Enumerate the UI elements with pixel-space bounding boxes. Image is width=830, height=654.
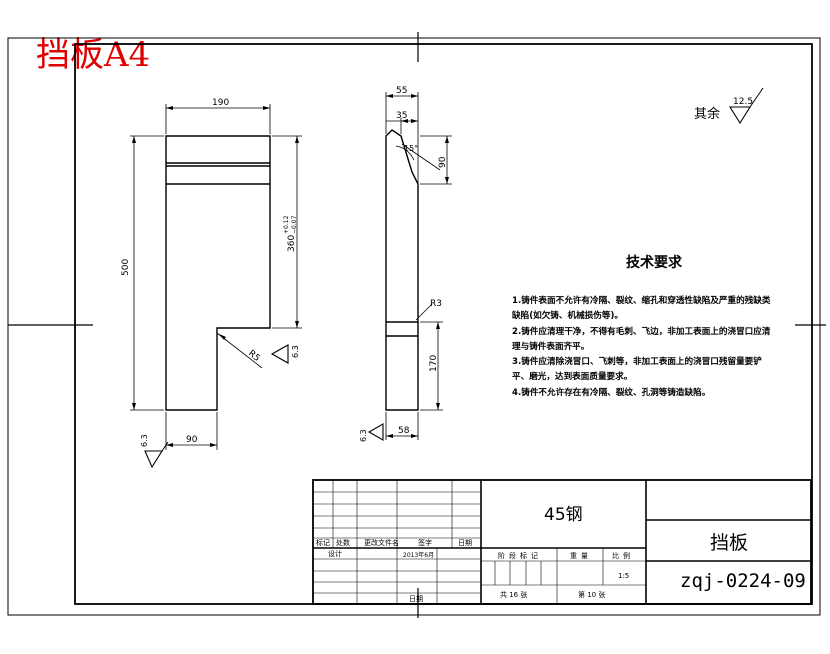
roughness-left-value: 6.3 — [140, 434, 149, 447]
tech-requirement-line: 3.铸件应清除浇冒口、飞刺等，非加工表面上的浇冒口残留量要铲 — [512, 357, 762, 368]
front-arrowheads — [132, 106, 299, 447]
surface-note-label: 其余 — [694, 106, 720, 122]
rev-header-count: 处数 — [336, 539, 350, 547]
rev-header-date: 日期 — [458, 539, 472, 547]
tech-requirement-line: 平、磨光，达到表面质量要求。 — [512, 372, 633, 383]
dim-angle-15: 15° — [404, 144, 418, 153]
rev-header-sign: 签字 — [418, 539, 432, 547]
rev-header-mark: 标记 — [316, 539, 330, 547]
scale-value: 1:5 — [618, 572, 630, 580]
fillet-r3: R3 — [430, 299, 442, 309]
front-dim-labels: 190 500 360 +0.12 −0.07 90 R5 — [121, 98, 298, 445]
front-view — [165, 135, 271, 411]
sheets-total: 共 16 张 — [500, 591, 528, 599]
roughness-notch-value: 6.3 — [291, 345, 300, 358]
dim-width-190: 190 — [212, 98, 229, 108]
dim-tol-upper: +0.12 — [283, 215, 290, 234]
surface-roughness-note: 其余 12.5 — [694, 87, 764, 125]
dim-thick-55: 55 — [396, 86, 407, 96]
surface-note-value: 12.5 — [733, 97, 753, 107]
dim-drop-90: 90 — [438, 156, 448, 168]
side-arrowheads — [386, 94, 449, 438]
dim-tol-lower: −0.07 — [291, 215, 298, 234]
front-dimensions — [130, 104, 302, 450]
roughness-symbol-notch: 6.3 — [270, 344, 300, 364]
dim-thick-35: 35 — [396, 111, 407, 121]
tech-requirement-line: 1.铸件表面不允许有冷隔、裂纹、缩孔和穿透性缺陷及严重的残缺类 — [512, 296, 771, 306]
weight-label: 重量 — [570, 552, 592, 560]
design-label: 设计 — [328, 550, 342, 558]
date-label: 日期 — [409, 595, 423, 603]
drawing-title: 挡板A4 — [36, 35, 151, 75]
roughness-side-value: 6.3 — [359, 429, 368, 442]
tech-requirement-line: 理与铸件表面齐平。 — [512, 341, 590, 352]
scale-label: 比例 — [612, 552, 634, 560]
drawing-number: zqj-0224-09 — [680, 570, 806, 592]
tech-requirement-line: 缺陷(如欠铸、机械损伤等)。 — [512, 311, 623, 322]
dim-lower-170: 170 — [429, 355, 439, 372]
roughness-symbol-left: 6.3 — [140, 434, 169, 469]
fillet-r5: R5 — [246, 349, 262, 364]
tech-requirements-list: 1.铸件表面不允许有冷隔、裂纹、缩孔和穿透性缺陷及严重的残缺类 缺陷(如欠铸、机… — [512, 294, 800, 401]
side-dimensions — [385, 92, 452, 440]
material: 45钢 — [544, 505, 583, 525]
tech-requirement-line: 4.铸件不允许存在有冷隔、裂纹、孔洞等铸造缺陷。 — [512, 387, 711, 398]
dim-height-360: 360 — [287, 235, 297, 252]
side-dim-labels: 55 35 15° 90 R3 170 58 — [396, 86, 448, 436]
rev-header-doc: 更改文件名 — [364, 539, 399, 547]
title-block-grid — [312, 479, 812, 605]
sheet-number: 第 10 张 — [578, 591, 606, 599]
dim-bottom-58: 58 — [398, 426, 410, 436]
dim-base-90: 90 — [186, 435, 198, 445]
roughness-symbol-side: 6.3 — [359, 423, 384, 442]
design-date: 2013年6月 — [403, 552, 435, 559]
side-view — [385, 129, 419, 411]
part-name: 挡板 — [710, 532, 749, 554]
tech-requirement-line: 2.铸件应清理干净，不得有毛刺、飞边，非加工表面上的浇冒口应清 — [512, 326, 771, 337]
stage-label: 阶段标记 — [498, 552, 542, 560]
dim-height-500: 500 — [121, 259, 131, 276]
tech-requirements-title: 技术要求 — [626, 255, 682, 271]
